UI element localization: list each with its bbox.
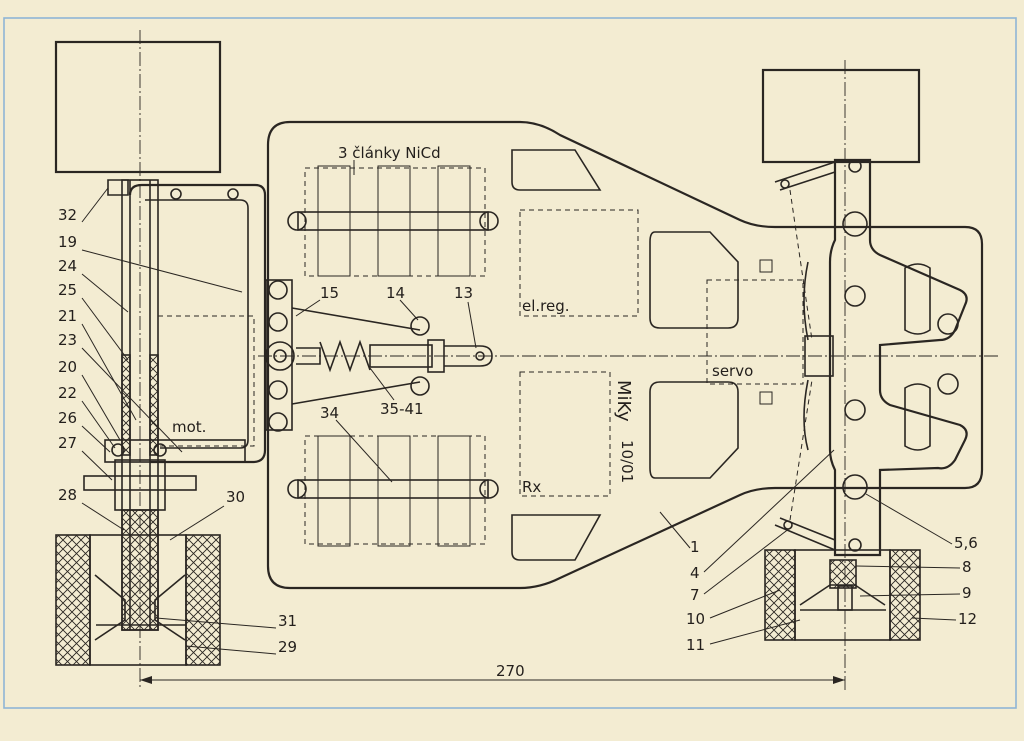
callout-27: 27	[58, 434, 77, 452]
callout-13: 13	[454, 284, 473, 302]
drawing-frame	[3, 17, 1017, 709]
callout-4: 4	[690, 564, 700, 582]
callout-30: 30	[226, 488, 245, 506]
dimension-line	[140, 676, 845, 684]
model-number-label: 10/01	[618, 440, 636, 483]
el-reg-label: el.reg.	[522, 297, 570, 315]
dimension-label: 270	[496, 662, 525, 680]
callout-34: 34	[320, 404, 339, 422]
callout-24: 24	[58, 257, 77, 275]
callout-31: 31	[278, 612, 297, 630]
callout-26: 26	[58, 409, 77, 427]
battery-pack-top	[287, 165, 499, 277]
callout-15: 15	[320, 284, 339, 302]
callout-9: 9	[962, 584, 972, 602]
callout-28: 28	[58, 486, 77, 504]
callouts-center: 15 14 13 35-41 34	[295, 284, 477, 483]
callout-21: 21	[58, 307, 77, 325]
callout-29: 29	[278, 638, 297, 656]
rx-label: Rx	[522, 478, 541, 496]
suspension-linkage	[265, 279, 493, 432]
callout-25: 25	[58, 281, 77, 299]
callout-23: 23	[58, 331, 77, 349]
battery-label: 3 články NiCd	[338, 144, 441, 162]
callout-19: 19	[58, 233, 77, 251]
callout-35-41: 35-41	[380, 400, 424, 418]
callout-7: 7	[690, 586, 700, 604]
front-steering-assembly	[759, 60, 968, 690]
chassis-plate	[258, 120, 1000, 590]
callout-1: 1	[690, 538, 700, 556]
callout-20: 20	[58, 358, 77, 376]
callout-14: 14	[386, 284, 405, 302]
callouts-left: 32 19 24 25 21 23 20 22 26 27 28 30 31 2…	[58, 187, 297, 656]
servo-label: servo	[712, 362, 753, 380]
model-name-label: MiKy	[613, 380, 634, 422]
callout-10: 10	[686, 610, 705, 628]
battery-pack-bottom	[287, 435, 499, 547]
callout-5-6: 5,6	[954, 534, 978, 552]
callouts-right: 1 4 7 10 11 5,6 8 9 12	[659, 449, 978, 654]
callout-11: 11	[686, 636, 705, 654]
motor-label: mot.	[172, 418, 206, 436]
callout-12: 12	[958, 610, 977, 628]
callout-22: 22	[58, 384, 77, 402]
callout-8: 8	[962, 558, 972, 576]
callout-32: 32	[58, 206, 77, 224]
rear-axle-assembly	[54, 30, 267, 690]
